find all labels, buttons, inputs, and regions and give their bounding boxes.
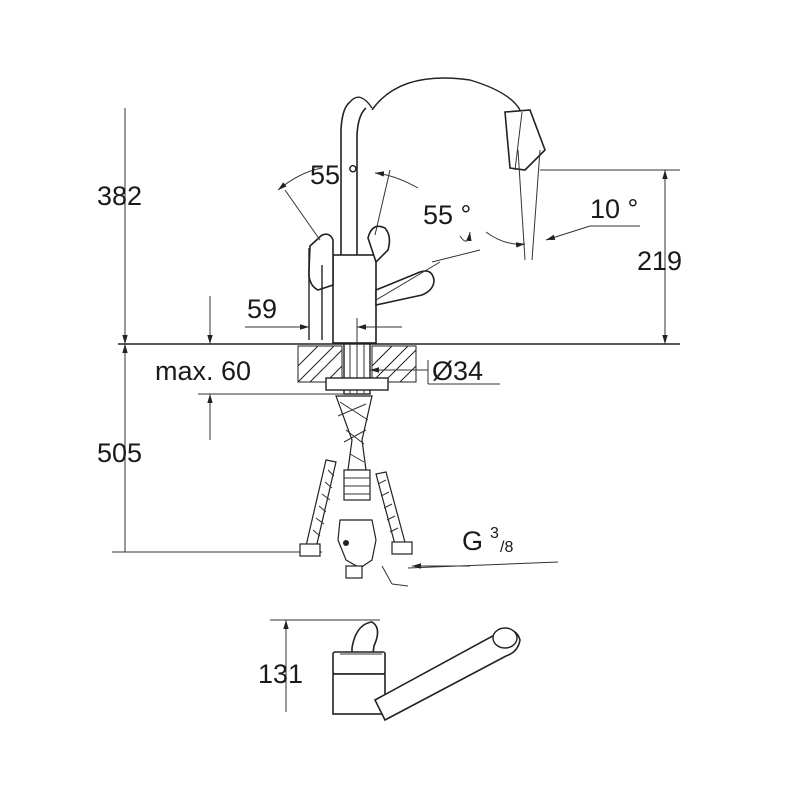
dim-d34: Ø34 [370,356,500,386]
dim-505-label: 505 [97,438,142,468]
dim-219-label: 219 [637,246,682,276]
angle-left-label: 55 ° [310,160,358,190]
dim-382-label: 382 [97,181,142,211]
dim-131-label: 131 [258,659,303,689]
countertop-section [297,343,417,395]
max60-label: max. 60 [155,356,251,386]
thread-label-g: G [462,526,483,556]
dim-382: 382 [97,108,142,344]
angle-right-label: 55 ° [423,200,471,230]
d34-label: Ø34 [432,356,483,386]
dim-max60: max. 60 [155,296,344,440]
hoses-assembly [299,395,559,587]
thread-label-num: 3 [490,525,499,542]
dim-219: 219 [540,169,682,344]
faucet-front-view [245,77,640,344]
dim-505: 505 [97,344,322,553]
base-offset-label: 59 [247,294,277,324]
faucet-top-view [270,619,521,722]
angle-spout-label: 10 ° [590,194,638,224]
thread-label-den: /8 [500,539,513,556]
